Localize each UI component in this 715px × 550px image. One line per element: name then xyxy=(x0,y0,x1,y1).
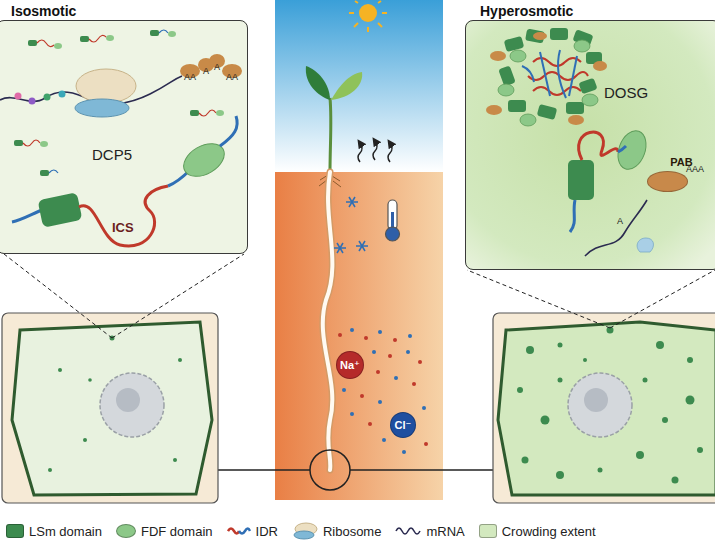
hyperosmotic-panel-ground xyxy=(465,20,715,270)
legend-text: LSm domain xyxy=(29,524,102,539)
polya-tail: A xyxy=(617,216,623,226)
seedling xyxy=(306,66,362,187)
sun xyxy=(349,1,387,32)
isosmotic-panel-ground xyxy=(0,20,248,254)
legend-text: IDR xyxy=(256,524,278,539)
legend-sample xyxy=(395,524,421,538)
zoom-panel: PABHyperosmotic xyxy=(465,20,715,270)
legend-text: FDF domain xyxy=(141,524,213,539)
panel-heading: Hyperosmotic xyxy=(480,3,573,19)
node-text: Na⁺ xyxy=(340,359,360,372)
legend-item: IDR xyxy=(227,524,278,539)
legend: LSm domain FDF domain IDR Ribosome mRNA Crowd… xyxy=(6,522,610,540)
polya-tail: AA xyxy=(184,72,196,82)
soil xyxy=(275,172,443,500)
polya-tail-holder: A xyxy=(214,56,220,74)
ion-circle: Na⁺ xyxy=(336,351,364,379)
polya-tail: A xyxy=(203,66,209,76)
node-text: Cl⁻ xyxy=(395,419,412,432)
thermometer xyxy=(386,200,400,241)
legend-swatch xyxy=(6,524,24,538)
condensate-name: DOSG xyxy=(604,84,648,101)
root xyxy=(323,172,333,470)
zoom-panel: Isosmotic xyxy=(0,20,248,254)
heat-arrows xyxy=(358,141,392,162)
region-name: ICS xyxy=(112,220,134,235)
sky xyxy=(275,0,443,172)
legend-item: LSm domain xyxy=(6,524,102,539)
dcp5-protein xyxy=(568,127,653,256)
legend-item: Ribosome xyxy=(292,522,382,540)
polya-tail-holder: AA xyxy=(184,66,196,84)
legend-item: FDF domain xyxy=(116,524,213,539)
pab-protein: PAB xyxy=(647,171,688,192)
legend-item: mRNA xyxy=(395,524,464,539)
region-name-holder: ICS xyxy=(112,218,134,236)
legend-item: Crowding extent xyxy=(479,524,596,539)
legend-swatch xyxy=(116,524,136,538)
legend-sample xyxy=(292,522,318,540)
dosg-condensate xyxy=(486,28,607,126)
protein-name-holder: DCP5 xyxy=(92,146,132,164)
root-tip-circle xyxy=(218,450,493,490)
protein-name: DCP5 xyxy=(92,146,132,163)
panel-heading: Isosmotic xyxy=(11,3,76,19)
polya-tail: AAA xyxy=(686,164,704,174)
isosmotic-cell xyxy=(2,254,244,503)
legend-text: Crowding extent xyxy=(502,524,596,539)
polya-tail-holder: A xyxy=(203,60,209,78)
legend-text: mRNA xyxy=(426,524,464,539)
ion-circle: Cl⁻ xyxy=(390,412,416,438)
polya-tail-holder: AAA xyxy=(686,158,704,176)
dcp5-protein xyxy=(12,116,237,246)
legend-sample xyxy=(227,525,251,537)
translating-mrna xyxy=(0,54,242,117)
legend-swatch xyxy=(479,524,497,538)
snowflakes xyxy=(334,197,368,253)
condensate-name-holder: DOSG xyxy=(604,84,648,102)
legend-text: Ribosome xyxy=(323,524,382,539)
salt-ions xyxy=(338,328,428,454)
hyperosmotic-cell xyxy=(467,270,715,503)
polya-tail: AA xyxy=(226,72,238,82)
polya-tail-holder: A xyxy=(617,210,623,228)
polya-tail-holder: AA xyxy=(226,66,238,84)
polya-tail: A xyxy=(214,62,220,72)
